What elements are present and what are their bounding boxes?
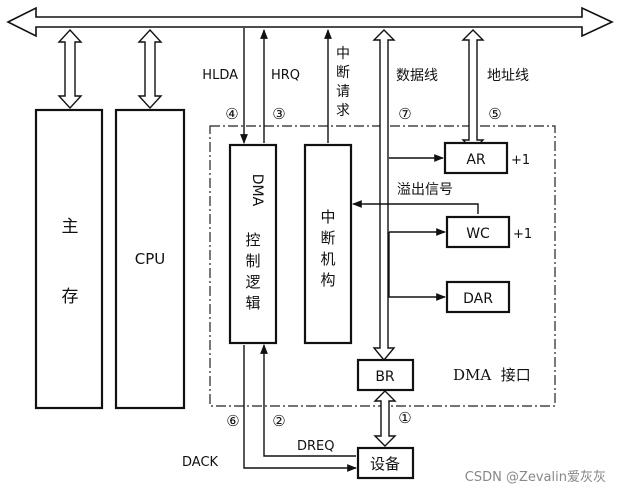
hrq-label: HRQ [271, 68, 300, 83]
watermark: CSDN @Zevalin爱灰灰 [465, 470, 606, 485]
ar-register-label: AR [466, 152, 486, 168]
interrupt-request-label-3: 请 [336, 84, 350, 100]
memory-bus-connector [57, 28, 83, 110]
data-bus [372, 29, 396, 362]
interrupt-unit-label-2: 断 [320, 229, 335, 247]
dack-label: DACK [182, 455, 219, 470]
ar-register-box [443, 141, 509, 175]
cpu-box [114, 108, 186, 410]
dack-line [243, 345, 357, 472]
dreq-label: DREQ [297, 439, 335, 454]
ar-increment-label: +1 [511, 153, 530, 168]
dma-control-logic-box [228, 143, 278, 345]
dma-control-label-1: DMA [249, 174, 265, 207]
interrupt-request-label-4: 求 [336, 103, 350, 119]
step-2-marker: ② [272, 412, 285, 430]
data-to-dar-line [388, 232, 446, 301]
step-3-marker: ③ [272, 105, 285, 123]
wc-register-label: WC [466, 226, 490, 242]
device-box [356, 446, 415, 480]
overflow-signal-label: 溢出信号 [397, 182, 453, 198]
cpu-label: CPU [135, 250, 166, 268]
br-register-label: BR [375, 369, 395, 385]
system-bus [6, 6, 614, 38]
dar-register-label: DAR [463, 291, 493, 307]
step-6-marker: ⑥ [226, 412, 239, 430]
br-register-box [356, 358, 415, 392]
interrupt-mechanism-box [303, 143, 353, 345]
interrupt-unit-label-4: 构 [320, 271, 335, 289]
main-memory-label-1: 主 [62, 217, 79, 237]
hlda-label: HLDA [202, 68, 238, 83]
dma-control-label-5: 辑 [245, 294, 260, 312]
dma-control-label-4: 逻 [245, 273, 260, 291]
address-bus-label: 地址线 [487, 68, 529, 84]
wc-increment-label: +1 [513, 227, 532, 242]
step-5-marker: ⑤ [488, 105, 501, 123]
overflow-line-top [364, 203, 479, 214]
dar-register-box [445, 280, 511, 314]
interrupt-request-label-2: 断 [336, 65, 350, 81]
step-1-marker: ① [398, 409, 411, 427]
address-bus [461, 29, 485, 151]
dma-control-label-3: 制 [245, 252, 260, 270]
dreq-line [260, 344, 356, 457]
dma-interface-label: DMA 接口 [453, 366, 531, 384]
data-bus-label: 数据线 [396, 68, 438, 84]
cpu-bus-connector [137, 28, 163, 110]
wc-register-box [445, 215, 511, 249]
interrupt-unit-label-3: 机 [320, 250, 335, 268]
interrupt-unit-label-1: 中 [320, 208, 335, 226]
step-7-marker: ⑦ [398, 105, 411, 123]
step-4-marker: ④ [225, 105, 238, 123]
br-device-connector [373, 390, 397, 447]
main-memory-box [34, 108, 104, 410]
dma-control-label-2: 控 [245, 231, 260, 249]
main-memory-label-2: 存 [62, 287, 79, 307]
interrupt-request-label-1: 中 [336, 46, 350, 62]
device-label: 设备 [370, 455, 400, 473]
